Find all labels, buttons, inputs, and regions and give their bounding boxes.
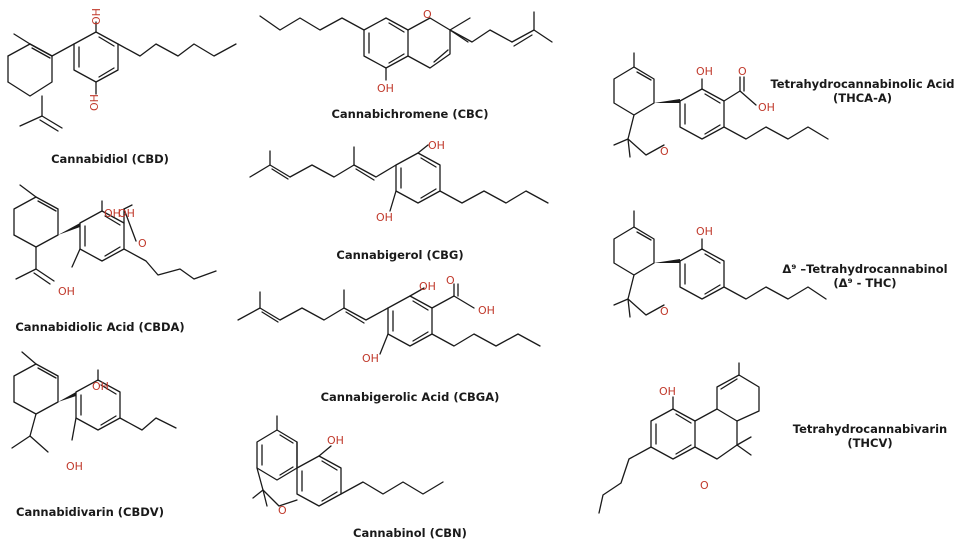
thcv-label-line1: Tetrahydrocannabivarin — [792, 422, 948, 436]
thca-structure: OH O OH O — [613, 52, 829, 158]
cbc-label: Cannabichromene (CBC) — [331, 107, 489, 121]
thca-label-line2: (THCA-A) — [833, 91, 892, 105]
cbg-label: Cannabigerol (CBG) — [336, 248, 464, 262]
cbda-structure: OH OH O OH — [13, 184, 217, 298]
cbdv-label: Cannabidivarin (CBDV) — [16, 505, 164, 519]
cbda-carbonyl-o: O — [138, 237, 147, 250]
cbga-label: Cannabigerolic Acid (CBGA) — [320, 390, 500, 404]
cbd-oh-top: OH — [90, 8, 103, 25]
thc-label-line1: Δ⁹ –Tetrahydrocannabinol — [782, 262, 948, 276]
cbga-acid-oh: OH — [478, 304, 495, 317]
cbc-ring-o: O — [423, 8, 432, 21]
cbg-structure: OH OH — [249, 139, 549, 224]
cbc-oh: OH — [377, 82, 394, 95]
thcv-ring-o: O — [700, 479, 709, 492]
cbn-structure: OH O — [252, 415, 444, 517]
cbga-oh-bottom: OH — [362, 352, 379, 365]
cbga-structure: OH O OH OH — [237, 274, 541, 365]
cbda-oh-bottom: OH — [58, 285, 75, 298]
cbda-oh: OH — [104, 207, 121, 220]
thcv-oh: OH — [659, 385, 676, 398]
cbdv-oh-bottom: OH — [66, 460, 83, 473]
thc-oh: OH — [696, 225, 713, 238]
cbda-label: Cannabidiolic Acid (CBDA) — [15, 320, 185, 334]
thcv-label: Tetrahydrocannabivarin (THCV) — [780, 422, 960, 450]
thc-label-line2: (Δ⁹ - THC) — [833, 276, 897, 290]
thca-ring-o: O — [660, 145, 669, 158]
cbd-oh-bottom: OH — [88, 94, 101, 111]
cbda-acid-oh: OH — [118, 207, 135, 220]
cbn-ring-o: O — [278, 504, 287, 517]
thcv-structure: OH O — [598, 362, 760, 514]
cbd-structure: OH OH — [7, 8, 237, 132]
cbd-label: Cannabidiol (CBD) — [51, 152, 169, 166]
thca-acid-oh: OH — [758, 101, 775, 114]
thc-label: Δ⁹ –Tetrahydrocannabinol (Δ⁹ - THC) — [770, 262, 960, 290]
thca-label: Tetrahydrocannabinolic Acid (THCA-A) — [765, 77, 960, 105]
cbg-oh-top: OH — [428, 139, 445, 152]
thca-oh: OH — [696, 65, 713, 78]
cbdv-oh-top: OH — [92, 380, 109, 393]
cbga-oh-top: OH — [419, 280, 436, 293]
cbn-oh: OH — [327, 434, 344, 447]
cbc-structure: O OH — [259, 8, 553, 95]
cbg-oh-bottom: OH — [376, 211, 393, 224]
thc-ring-o: O — [660, 305, 669, 318]
thcv-label-line2: (THCV) — [847, 436, 893, 450]
thca-label-line1: Tetrahydrocannabinolic Acid — [770, 77, 955, 91]
thca-carbonyl-o: O — [738, 65, 747, 78]
cbn-label: Cannabinol (CBN) — [353, 526, 467, 540]
thc-structure: OH O — [613, 210, 827, 318]
cbdv-structure: OH OH — [11, 351, 177, 473]
cbga-carbonyl-o: O — [446, 274, 455, 287]
